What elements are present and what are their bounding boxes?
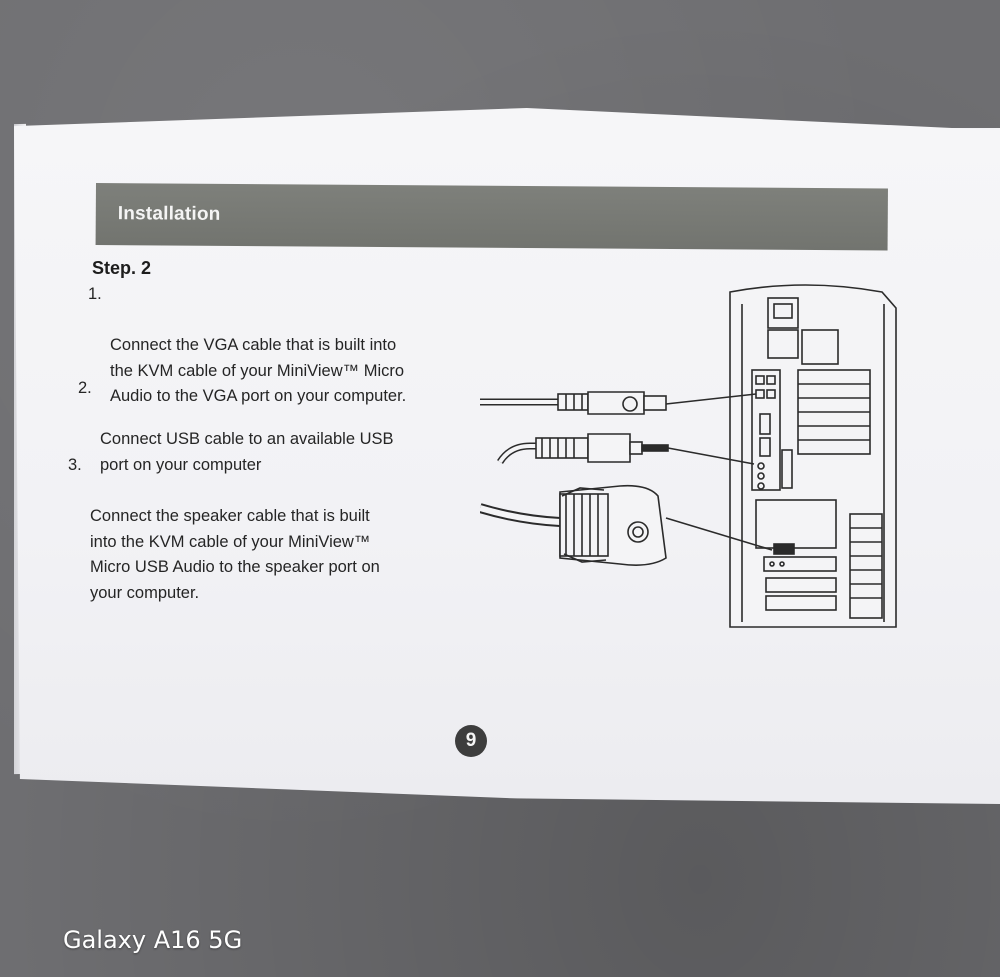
step-title: Step. 2	[92, 258, 152, 278]
instruction-number: 2.	[78, 379, 92, 397]
section-title: Installation	[117, 203, 221, 225]
computer-connection-illustration	[480, 284, 897, 628]
camera-watermark: Galaxy A16 5G	[63, 926, 243, 954]
page-number: 9	[455, 725, 487, 757]
audio-cable-icon	[497, 433, 755, 465]
instruction-item: 3. Connect the speaker cable that is bui…	[68, 453, 490, 606]
instruction-text: Connect USB cable to an available USB po…	[100, 430, 394, 474]
instruction-text: Connect the VGA cable that is built into…	[110, 336, 407, 405]
instruction-text: Connect the speaker cable that is built …	[90, 507, 380, 602]
computer-tower-rear-icon	[729, 284, 897, 628]
instruction-number: 1.	[88, 285, 102, 303]
section-header-bar: Installation	[95, 183, 888, 251]
instruction-item: 2. Connect USB cable to an available USB…	[78, 376, 500, 478]
usb-cable-icon	[480, 391, 757, 415]
instruction-item: 1. Connect the VGA cable that is built i…	[88, 282, 510, 410]
instruction-number: 3.	[68, 456, 82, 474]
vga-cable-icon	[480, 484, 773, 566]
